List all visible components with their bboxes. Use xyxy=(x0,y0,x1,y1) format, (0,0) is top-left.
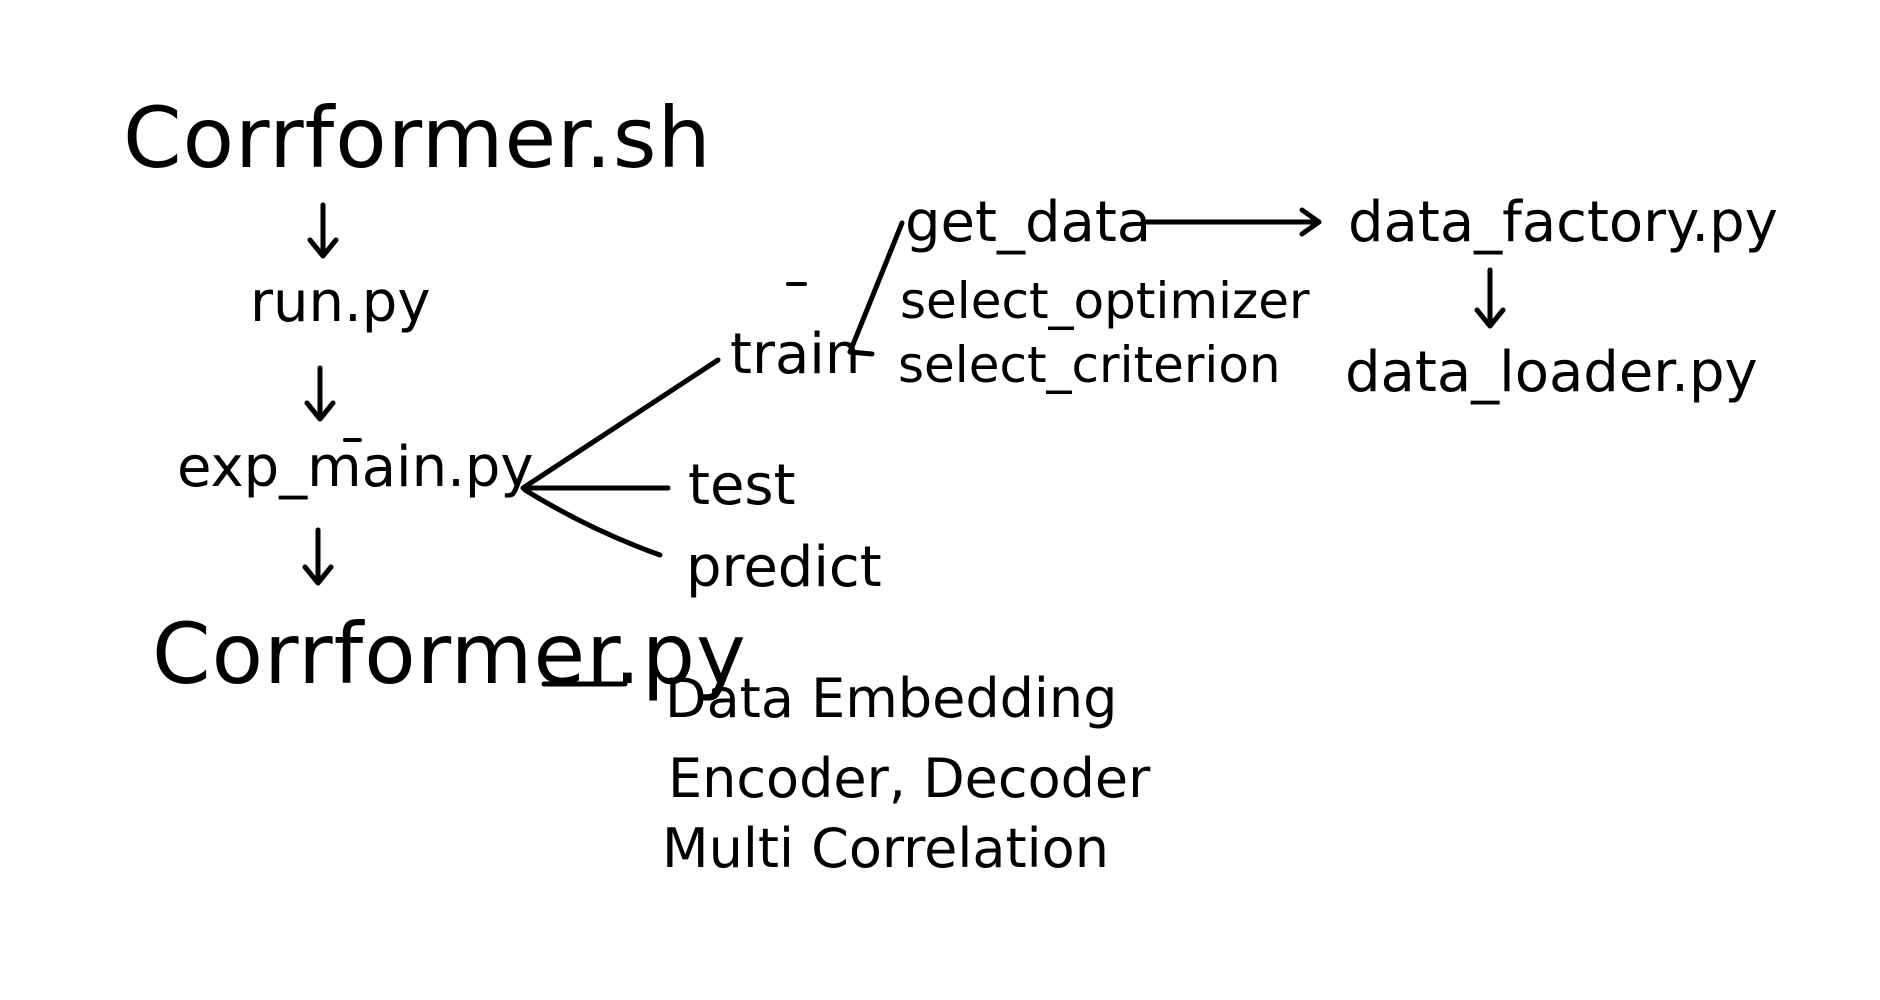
node-exp-main-py: exp_main.py xyxy=(177,435,534,500)
node-train: train xyxy=(730,322,861,387)
node-encoder-decoder: Encoder, Decoder xyxy=(668,747,1151,810)
edge-exp-to-train xyxy=(520,357,721,491)
node-select-criterion: select_criterion xyxy=(898,336,1281,394)
node-corrformer-py: Corrformer.py xyxy=(152,605,747,703)
node-select-optimizer: select_optimizer xyxy=(900,272,1310,330)
node-data-factory-py: data_factory.py xyxy=(1348,190,1778,255)
node-test: test xyxy=(688,453,796,518)
arrow-factory-to-loader xyxy=(1474,267,1506,329)
node-get-data: get_data xyxy=(905,190,1152,255)
node-predict: predict xyxy=(686,535,882,600)
arrow-exp-to-model xyxy=(302,527,334,586)
arrow-get-data-to-factory xyxy=(1140,207,1322,237)
node-multi-correlation: Multi Correlation xyxy=(662,817,1109,880)
node-run-py: run.py xyxy=(250,270,431,335)
arrow-run-to-exp xyxy=(304,365,336,422)
node-data-loader-py: data_loader.py xyxy=(1345,340,1758,405)
edge-train-to-methods xyxy=(847,220,905,357)
node-corrformer-sh: Corrformer.sh xyxy=(123,89,712,187)
node-data-embedding: Data Embedding xyxy=(665,667,1118,730)
arrow-sh-to-run xyxy=(307,202,339,259)
edge-exp-to-predict xyxy=(522,487,663,558)
